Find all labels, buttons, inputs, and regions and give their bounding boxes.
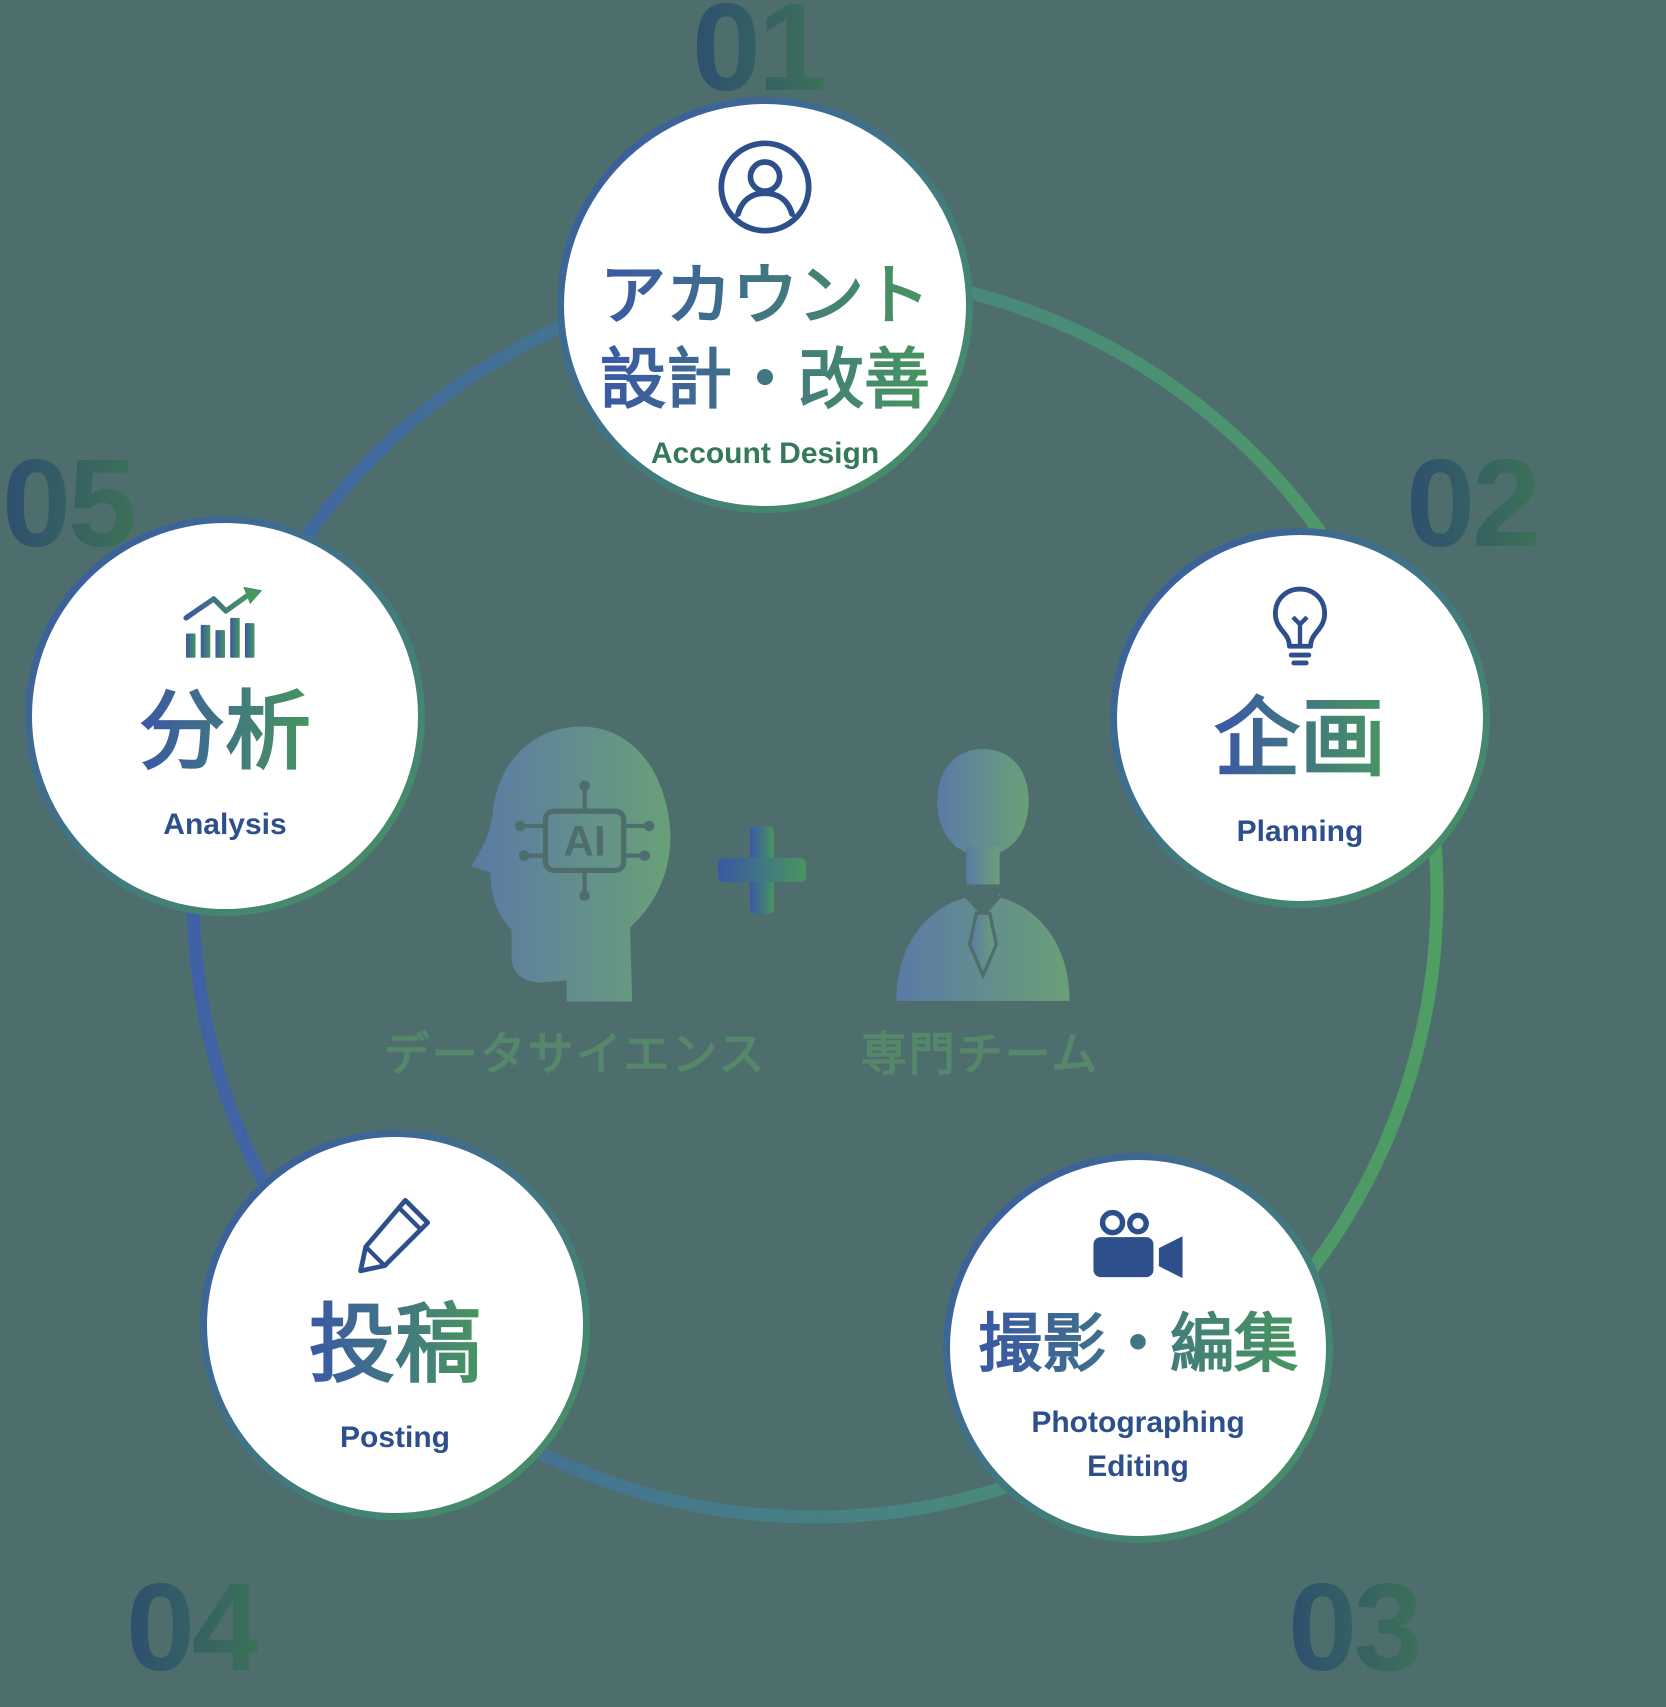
step-number-04: 04 — [126, 1559, 261, 1697]
expert-team-label: 専門チーム — [860, 1028, 1100, 1080]
ai-label: AI — [563, 818, 605, 865]
bar-chart-arrow-icon — [183, 586, 263, 659]
step-subtitle: Posting — [340, 1421, 450, 1455]
step-subtitle: Planning — [1236, 815, 1364, 849]
step-title-line1: 投稿 — [309, 1290, 481, 1400]
step-number-05: 05 — [2, 435, 137, 573]
step-subtitle: Photographing Editing — [1031, 1401, 1244, 1488]
step-circle-posting: 投稿 Posting — [200, 1130, 590, 1520]
step-number-02: 02 — [1406, 435, 1541, 573]
step-title-line1: 撮影・編集 — [978, 1304, 1298, 1386]
expert-person-icon — [896, 748, 1070, 1001]
step-title-line1: アカウント — [600, 253, 930, 337]
step-subtitle-line1: Photographing — [1031, 1406, 1245, 1440]
step-subtitle: Analysis — [163, 808, 287, 842]
video-camera-icon — [1093, 1209, 1183, 1278]
lightbulb-icon — [1272, 586, 1328, 666]
step-title-line2: 設計・改善 — [600, 337, 930, 421]
step-subtitle: Account Design — [650, 436, 880, 470]
step-circle-account-design: アカウント 設計・改善 Account Design — [557, 97, 973, 513]
step-circle-photographing-editing: 撮影・編集 Photographing Editing — [943, 1153, 1333, 1543]
step-circle-analysis: 分析 Analysis — [25, 516, 425, 916]
step-title-line1: 分析 — [139, 677, 311, 787]
step-number-03: 03 — [1288, 1559, 1423, 1697]
step-subtitle-line2: Editing — [1087, 1449, 1189, 1483]
pencil-icon — [358, 1198, 431, 1274]
ai-head-icon: AI — [471, 726, 671, 1002]
step-circle-planning: 企画 Planning — [1110, 528, 1490, 908]
step-title-line1: 企画 — [1214, 684, 1386, 794]
user-circle-icon — [718, 140, 812, 234]
step-number-01: 01 — [692, 0, 827, 110]
data-science-label: データサイエンス — [383, 1028, 767, 1080]
plus-icon — [718, 826, 806, 914]
